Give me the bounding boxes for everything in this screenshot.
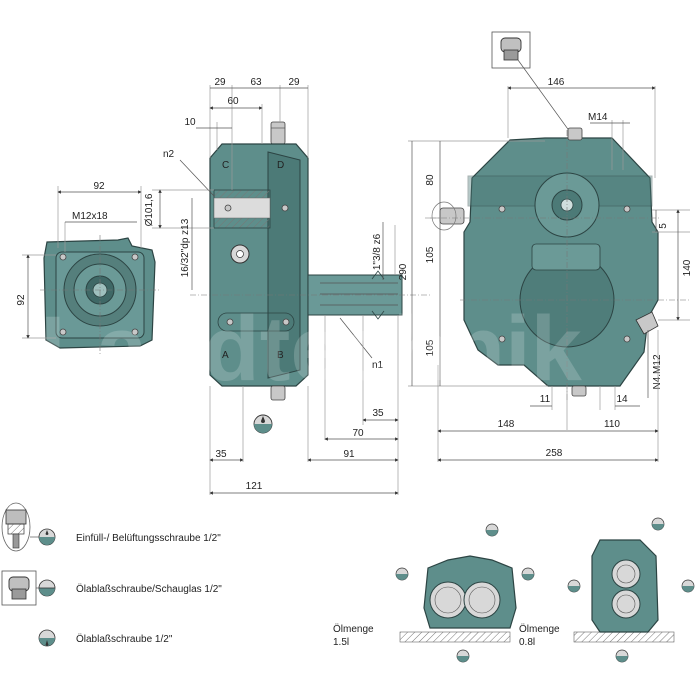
oil-label-small: Ölmenge [519, 623, 560, 635]
port-label-c: C [222, 160, 229, 171]
dim-m14: M14 [588, 112, 608, 123]
dim-diameter: Ø101,6 [144, 193, 155, 226]
port-label-d: D [277, 160, 284, 171]
legend-item-fill-vent: Einfüll-/ Belüftungsschraube 1/2" [76, 533, 221, 544]
middle-view: C D A B 29 63 29 60 10 n2 Ø101,6 16/32"d… [144, 77, 430, 495]
dim-spline: 16/32"dp z13 [180, 218, 191, 277]
dim-70: 70 [352, 428, 364, 439]
dim-105-upper: 105 [425, 246, 436, 263]
watermark-text: Landtechnik [40, 298, 583, 400]
legend-item-drain-sight: Ölablaßschraube/Schauglas 1/2" [76, 583, 222, 595]
dim-290: 290 [398, 263, 409, 280]
right-view: 146 M14 80 105 105 5 140 N4.M12 11 14 [408, 31, 693, 462]
dim-105-lower: 105 [425, 339, 436, 356]
dim-left-thread: M12x18 [72, 211, 108, 222]
oil-label-large: Ölmenge [333, 623, 374, 635]
legend-item-drain: Ölablaßschraube 1/2" [76, 633, 173, 645]
dim-35-shaft: 35 [372, 408, 384, 419]
dim-91: 91 [343, 449, 355, 460]
dim-146: 146 [548, 77, 565, 88]
dim-60: 60 [227, 96, 239, 107]
oil-value-large: 1.5l [333, 637, 349, 648]
dim-left-side-height: 92 [16, 294, 27, 306]
dim-63: 63 [250, 77, 262, 88]
dim-10: 10 [184, 117, 196, 128]
dim-11: 11 [540, 394, 551, 405]
fill-vent-screw-icon [5, 509, 27, 525]
left-view: 92 M12x18 92 [16, 181, 160, 355]
dim-n4-m12: N4.M12 [652, 354, 663, 389]
dim-140: 140 [682, 259, 693, 276]
dim-258: 258 [546, 448, 563, 459]
dim-14: 14 [616, 394, 628, 405]
dim-148: 148 [498, 419, 515, 430]
dim-121: 121 [246, 481, 263, 492]
dim-left-top-width: 92 [93, 181, 105, 192]
dim-35-body: 35 [215, 449, 227, 460]
dim-29-left: 29 [214, 77, 226, 88]
dim-shaft-spec: 1"3/8 z6 [372, 233, 383, 270]
dim-80: 80 [425, 174, 436, 186]
label-n1: n1 [372, 360, 384, 371]
oil-value-small: 0.8l [519, 637, 535, 648]
legend: Einfüll-/ Belüftungsschraube 1/2" Ölabla… [1, 502, 222, 647]
port-label-a: A [222, 350, 229, 361]
oil-diagram-large: Ölmenge 1.5l [333, 523, 535, 663]
oil-diagram-small: Ölmenge 0.8l [519, 517, 695, 663]
dim-29-right: 29 [288, 77, 300, 88]
port-label-b: B [277, 350, 284, 361]
dim-5: 5 [658, 223, 669, 229]
label-n2: n2 [163, 149, 175, 160]
dim-110: 110 [604, 419, 620, 430]
